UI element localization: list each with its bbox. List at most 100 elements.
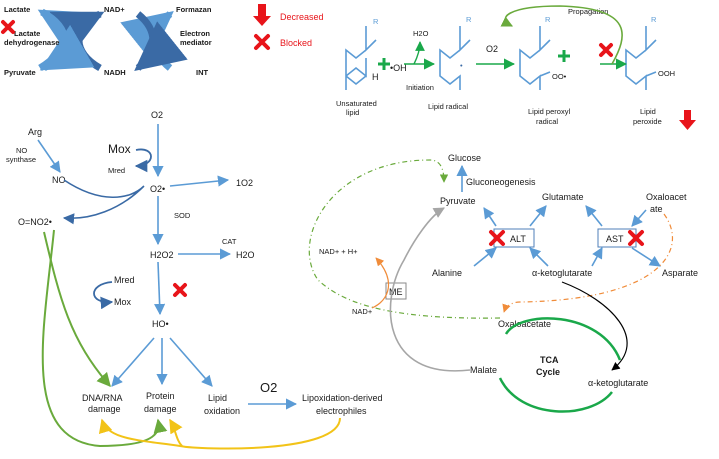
ldh-label-1: Lactate — [14, 29, 40, 38]
alanine-label: Alanine — [432, 268, 462, 278]
formazan-label: Formazan — [176, 5, 212, 14]
no-label: NO — [52, 175, 66, 185]
radical-dot: • — [460, 61, 463, 70]
lactate-label: Lactate — [4, 5, 30, 14]
h2o2-to-hydroxyl-arrow — [154, 261, 166, 316]
formazan-arrow — [120, 10, 174, 71]
r-label-3: R — [545, 15, 551, 24]
int-arrow — [134, 11, 188, 72]
ast-to-ketoglutarate-arrow — [591, 247, 603, 267]
legend-blocked: Blocked — [280, 38, 312, 48]
dna-damage-label-2: damage — [88, 404, 121, 414]
h-atom-label: H — [372, 72, 379, 82]
no-to-peroxynitrite-arrow — [64, 179, 145, 218]
o2-lipid-label: O2 — [260, 380, 277, 395]
superoxide-to-singlet-arrow — [169, 175, 230, 187]
m-ox-2-label: Mox — [114, 297, 132, 307]
r-label-1: R — [373, 17, 379, 26]
r-label-4: R — [651, 15, 657, 24]
int-label: INT — [196, 68, 209, 77]
arg-label: Arg — [28, 127, 42, 137]
r-label-2: R — [466, 15, 472, 24]
hydroxyl-radical-label: •OH — [390, 63, 407, 73]
m-red-label: Mred — [108, 166, 125, 175]
ast-to-oxaloacetate-arrow — [631, 209, 647, 227]
propagation-loop-arrow — [500, 5, 623, 65]
enzyme-panel: Lactate Lactate dehydrogenase Pyruvate N… — [1, 5, 212, 77]
electrophiles-to-dna-arrow — [98, 417, 341, 450]
no-synthase-label-2: synthase — [6, 155, 36, 164]
hydroxyl-label: HO• — [152, 319, 169, 329]
electrophiles-to-protein-arrow — [169, 418, 183, 447]
gluconeogenesis-label: Gluconeogenesis — [466, 177, 536, 187]
lipid-peroxide-structure — [625, 26, 657, 90]
hydroxyl-to-lipid-arrow — [169, 337, 213, 387]
m-ox-label: Mox — [108, 142, 131, 156]
lipoxidation-label-1: Lipoxidation-derived — [302, 393, 383, 403]
ketoglutarate-to-tca-arrow — [561, 281, 628, 371]
peroxynitrite-to-dna-arrow — [43, 231, 111, 388]
alt-label: ALT — [510, 234, 526, 244]
lipid-oxidation-label-1: Lipid — [208, 393, 227, 403]
ast-to-oxaloacetate-dashed-arrow — [502, 213, 673, 313]
ros-panel: Arg NO synthase NO O=NO2• O2 Mox Mred O2… — [6, 110, 383, 450]
malate-label: Malate — [470, 365, 497, 375]
h2o-label: H2O — [236, 250, 255, 260]
legend: Decreased Blocked — [253, 4, 324, 50]
nadh-label: NADH — [104, 68, 126, 77]
m-red-2-label: Mred — [114, 275, 135, 285]
ast-to-asparate-arrow — [631, 247, 661, 267]
hydroperoxide-label: OOH — [658, 69, 675, 78]
ast-to-glutamate-arrow — [585, 205, 603, 227]
no-synthase-label-1: NO — [16, 146, 27, 155]
protein-damage-label-2: damage — [144, 404, 177, 414]
arg-to-no-arrow — [37, 139, 61, 173]
plus-icon-2 — [558, 50, 570, 62]
h2o2-label: H2O2 — [150, 250, 174, 260]
nad-to-nadh-arrow — [371, 257, 390, 309]
lipid-arrows — [378, 5, 696, 130]
lipid-oxidation-label-2: oxidation — [204, 406, 240, 416]
lipid-peroxide-decreased-arrow-icon — [679, 110, 696, 130]
ldh-label-2: dehydrogenase — [4, 38, 59, 47]
protein-damage-label-1: Protein — [146, 391, 175, 401]
tca-label-1: TCA — [540, 355, 559, 365]
o2-top-label: O2 — [151, 110, 163, 120]
m-cycle-bottom-arrow — [93, 281, 114, 310]
alt-to-ketoglutarate-arrow — [529, 247, 549, 267]
pyruvate-label: Pyruvate — [4, 68, 36, 77]
ldh-blocked-cross-icon — [1, 20, 15, 34]
dna-damage-label-1: DNA/RNA — [82, 393, 123, 403]
lactate-to-pyruvate-arrow — [39, 8, 95, 72]
lipid-peroxide-label-2: peroxide — [633, 117, 662, 126]
propagation-label: Propagation — [568, 7, 608, 16]
fenton-blocked-cross-icon — [173, 283, 187, 297]
glucose-label: Glucose — [448, 153, 481, 163]
me-label: ME — [389, 287, 403, 297]
unsaturated-lipid-structure — [345, 26, 377, 90]
lipid-radical-label: Lipid radical — [428, 102, 468, 111]
water-arrow — [413, 41, 425, 65]
lipid-peroxidation-panel — [345, 26, 657, 90]
peroxynitrite-label: O=NO2• — [18, 217, 52, 227]
lipid-peroxyl-label-2: radical — [536, 117, 558, 126]
oxaloacetate-label-2: ate — [650, 204, 663, 214]
metabolism-panel: Glucose Gluconeogenesis Pyruvate Glutama… — [308, 153, 698, 413]
legend-decreased: Decreased — [280, 12, 324, 22]
lipid-peroxyl-structure — [519, 26, 551, 90]
initiation-label: Initiation — [406, 83, 434, 92]
oxaloacetate-tca-label: Oxaloacetate — [498, 319, 551, 329]
tca-label-2: Cycle — [536, 367, 560, 377]
lipid-radical-structure — [439, 26, 471, 90]
glutamate-label: Glutamate — [542, 192, 584, 202]
malate-to-pyruvate-arrow — [389, 207, 471, 372]
alt-to-glutamate-arrow — [529, 205, 547, 227]
lipoxidation-label-2: electrophiles — [316, 406, 367, 416]
ketoglutarate-label: α-ketoglutarate — [532, 268, 592, 278]
singlet-oxygen-label: 1O2 — [236, 178, 253, 188]
unsaturated-lipid-label-2: lipid — [346, 108, 359, 117]
alt-to-pyruvate-arrow — [483, 207, 497, 227]
cat-label: CAT — [222, 237, 237, 246]
nad-plus-label: NAD+ — [104, 5, 125, 14]
ast-label: AST — [606, 234, 624, 244]
